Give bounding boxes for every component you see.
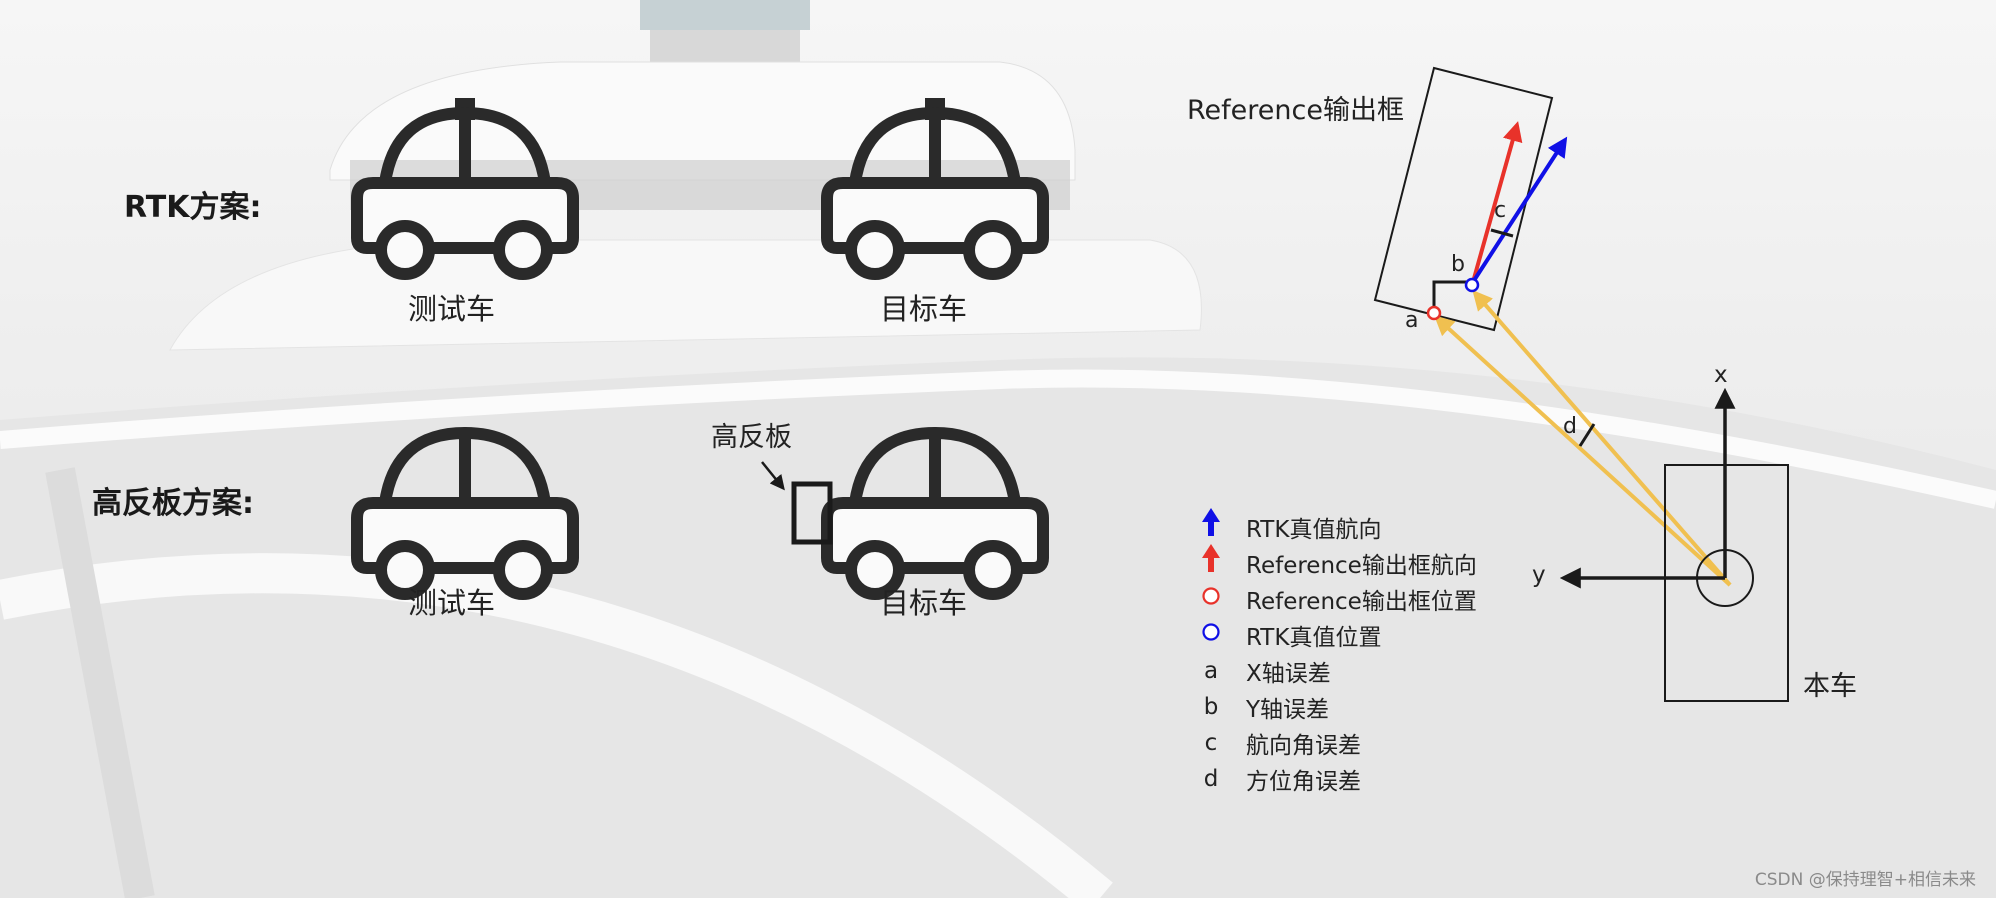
blue-circle-icon	[1202, 623, 1220, 641]
reference-output-box	[1373, 66, 1554, 332]
bearing-ray-reference	[1434, 315, 1732, 587]
legend-item: a X轴误差	[1196, 654, 1331, 688]
rtk-target-car-label: 目标车	[880, 292, 968, 326]
ego-car-label: 本车	[1803, 671, 1857, 702]
legend-item: RTK真值位置	[1196, 618, 1381, 652]
reflector-target-car-icon	[827, 433, 1043, 594]
legend-item: d 方位角误差	[1196, 762, 1361, 796]
reflector-target-car-label: 目标车	[880, 586, 968, 620]
rtk-position-marker	[1464, 277, 1480, 293]
reflector-board-label: 高反板	[711, 422, 792, 453]
bearing-ray-rtk	[1472, 289, 1732, 587]
reflector-scheme-title: 高反板方案:	[92, 486, 254, 521]
rtk-heading-arrow	[1471, 136, 1568, 284]
legend-text: 航向角误差	[1246, 733, 1361, 759]
watermark: CSDN @保持理智+相信未来	[1754, 870, 1976, 890]
rtk-test-car-icon	[357, 98, 573, 274]
red-circle-icon	[1202, 587, 1220, 605]
rtk-test-car-label: 测试车	[408, 292, 496, 326]
point-a-label: a	[1405, 308, 1419, 333]
legend-text: RTK真值航向	[1246, 517, 1382, 543]
blue-arrow-icon	[1202, 508, 1220, 536]
legend-text: Reference输出框航向	[1246, 553, 1477, 579]
heading-angle-tick	[1490, 228, 1514, 238]
legend-text: 方位角误差	[1246, 769, 1361, 795]
point-b-label: b	[1451, 252, 1465, 277]
reflector-test-car-icon	[357, 433, 573, 594]
reference-box-label: Reference输出框	[1187, 95, 1404, 126]
reference-position-marker	[1426, 305, 1442, 321]
reflector-board	[791, 481, 833, 545]
reference-heading-arrow	[1471, 121, 1523, 283]
x-axis-label: x	[1714, 362, 1728, 388]
red-arrow-icon	[1202, 544, 1220, 572]
legend-text: X轴误差	[1246, 661, 1331, 687]
legend-symbol-d: d	[1203, 766, 1219, 792]
legend-item: RTK真值航向	[1196, 510, 1381, 544]
bearing-angle-tick	[1578, 423, 1596, 447]
reflector-test-car-label: 测试车	[408, 586, 496, 620]
legend-item: c 航向角误差	[1196, 726, 1361, 760]
rtk-target-car-icon	[827, 98, 1043, 274]
legend-symbol-c: c	[1204, 730, 1218, 756]
legend-item: Reference输出框位置	[1196, 582, 1477, 616]
legend-item: b Y轴误差	[1196, 690, 1329, 724]
angle-c-label: c	[1494, 198, 1507, 223]
legend-text: Y轴误差	[1246, 697, 1330, 723]
legend-symbol-a: a	[1203, 658, 1219, 684]
reflector-pointer-arrow	[761, 461, 785, 491]
rtk-scheme-title: RTK方案:	[124, 190, 262, 225]
legend-symbol-b: b	[1203, 694, 1219, 720]
legend-text: Reference输出框位置	[1246, 589, 1477, 615]
y-axis-label: y	[1532, 562, 1546, 588]
legend-text: RTK真值位置	[1246, 625, 1382, 651]
angle-d-label: d	[1563, 414, 1577, 439]
y-error-bracket	[1432, 280, 1471, 312]
legend-item: Reference输出框航向	[1196, 546, 1477, 580]
